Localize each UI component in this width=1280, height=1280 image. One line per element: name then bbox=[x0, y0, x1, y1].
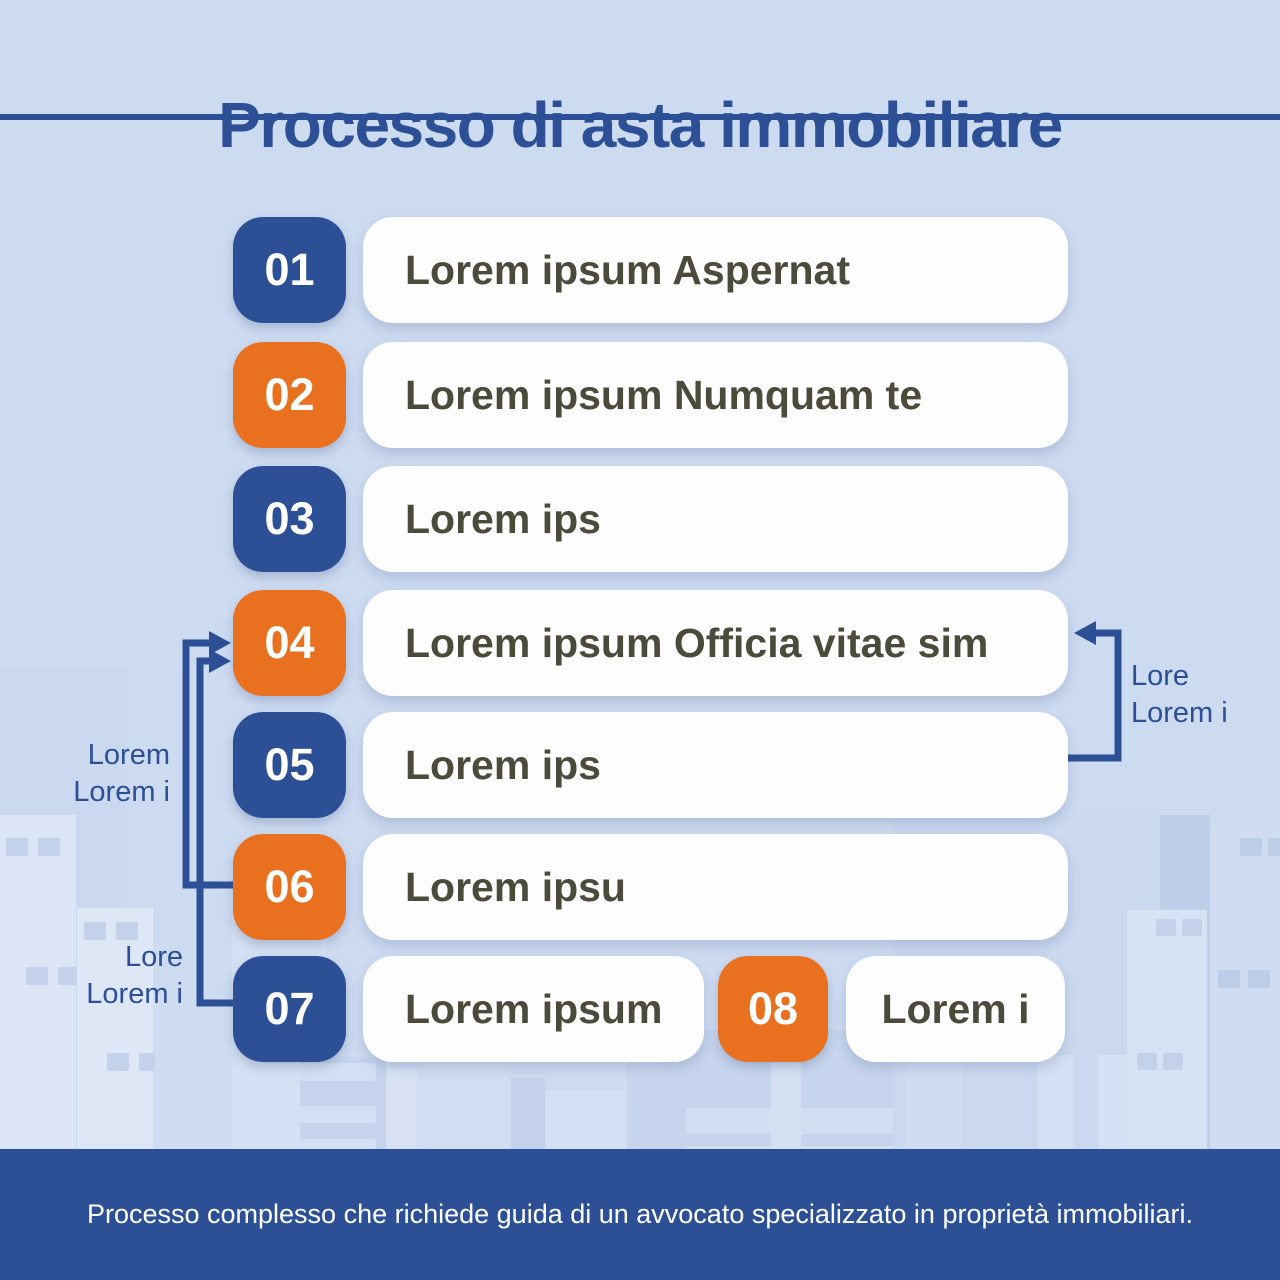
step-6-number: 06 bbox=[264, 861, 315, 912]
building bbox=[545, 1090, 627, 1149]
step-row-2: 02 Lorem ipsum Numquam te bbox=[0, 342, 1280, 448]
step-3-label: Lorem ips bbox=[405, 495, 601, 542]
arrowhead-right bbox=[209, 631, 231, 655]
step-7-pill: Lorem ipsum bbox=[363, 956, 704, 1062]
building bbox=[1038, 1055, 1073, 1149]
building bbox=[905, 1062, 962, 1149]
step-row-1: 01 Lorem ipsum Aspernat bbox=[0, 217, 1280, 323]
step-1-number-badge: 01 bbox=[233, 217, 346, 323]
annotation-right: Lore Lorem i bbox=[1131, 660, 1228, 729]
building bbox=[1127, 910, 1207, 1149]
step-2-label: Lorem ipsum Numquam te bbox=[405, 371, 923, 418]
step-2-pill: Lorem ipsum Numquam te bbox=[363, 342, 1068, 448]
building bbox=[155, 1000, 240, 1149]
step-4-label: Lorem ipsum Officia vitae sim bbox=[405, 619, 989, 666]
step-4-pill: Lorem ipsum Officia vitae sim bbox=[363, 590, 1068, 696]
step-6-label: Lorem ipsu bbox=[405, 863, 626, 910]
step-2-number-badge: 02 bbox=[233, 342, 346, 448]
building bbox=[0, 815, 80, 1149]
step-row-3: 03 Lorem ips bbox=[0, 466, 1280, 572]
arrow-step7-to-step4 bbox=[196, 657, 233, 1007]
step-5-label: Lorem ips bbox=[405, 741, 601, 788]
step-8-pill: Lorem i bbox=[846, 956, 1065, 1062]
step-7-number: 07 bbox=[264, 983, 315, 1034]
footer-bar: Processo complesso che richiede guida di… bbox=[0, 1149, 1280, 1280]
step-5-pill: Lorem ips bbox=[363, 712, 1068, 818]
building bbox=[386, 1068, 417, 1149]
building bbox=[627, 1058, 661, 1149]
step-1-pill: Lorem ipsum Aspernat bbox=[363, 217, 1068, 323]
step-4-number-badge: 04 bbox=[233, 590, 346, 696]
building bbox=[77, 908, 161, 1149]
building bbox=[417, 1066, 511, 1149]
step-5-number-badge: 05 bbox=[233, 712, 346, 818]
step-7-label: Lorem ipsum bbox=[405, 985, 663, 1032]
step-5-number: 05 bbox=[264, 739, 315, 790]
building bbox=[300, 1058, 386, 1149]
step-row-7: 07 Lorem ipsum 08 Lorem i bbox=[0, 956, 1280, 1062]
step-row-4: 04 Lorem ipsum Officia vitae sim bbox=[0, 590, 1280, 696]
building bbox=[1210, 825, 1280, 1149]
step-3-number: 03 bbox=[264, 493, 315, 544]
step-8-number: 08 bbox=[747, 983, 799, 1034]
step-8-label: Lorem i bbox=[881, 985, 1030, 1032]
step-8-number-badge: 08 bbox=[718, 956, 828, 1062]
annotation-left-upper: Lorem Lorem i bbox=[73, 739, 170, 808]
step-4-number: 04 bbox=[264, 617, 315, 668]
step-row-6: 06 Lorem ipsu bbox=[0, 834, 1280, 940]
step-1-number: 01 bbox=[264, 244, 315, 295]
page-title: Processo di asta immobiliare bbox=[218, 89, 1063, 161]
arrow-step5-to-step4 bbox=[1068, 629, 1122, 762]
step-6-pill: Lorem ipsu bbox=[363, 834, 1068, 940]
title-underline bbox=[0, 114, 1280, 120]
step-6-number-badge: 06 bbox=[233, 834, 346, 940]
step-2-number: 02 bbox=[264, 369, 315, 420]
step-7-number-badge: 07 bbox=[233, 956, 346, 1062]
step-3-number-badge: 03 bbox=[233, 466, 346, 572]
arrowhead-right bbox=[209, 649, 231, 673]
step-row-5: 05 Lorem ips bbox=[0, 712, 1280, 818]
arrow-step6-to-step4 bbox=[182, 639, 233, 889]
footer-text: Processo complesso che richiede guida di… bbox=[86, 1199, 1194, 1229]
building bbox=[771, 1063, 801, 1149]
step-3-pill: Lorem ips bbox=[363, 466, 1068, 572]
building bbox=[511, 1078, 545, 1149]
annotation-left-lower: Lore Lorem i bbox=[86, 941, 183, 1010]
arrowhead-left bbox=[1074, 621, 1096, 645]
step-1-label: Lorem ipsum Aspernat bbox=[405, 246, 851, 293]
